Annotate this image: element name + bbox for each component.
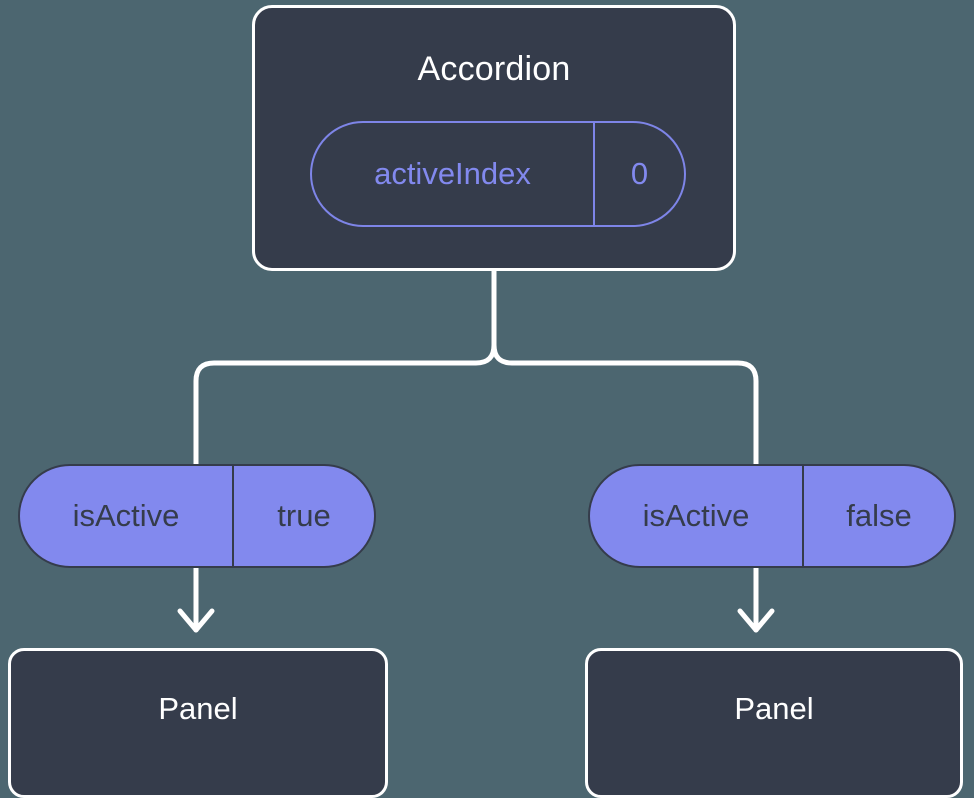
component-node-panel-right[interactable]: Panel — [585, 648, 963, 798]
prop-pill-value: false — [846, 498, 912, 533]
state-pill-value: 0 — [630, 156, 649, 191]
component-title-panel: Panel — [158, 691, 238, 726]
prop-pill-key: isActive — [20, 466, 234, 566]
prop-pill-is-active-true[interactable]: isActive true — [18, 464, 376, 568]
arrowhead-left-icon — [177, 608, 215, 633]
arrowhead-right-icon — [737, 608, 775, 633]
state-pill-key: activeIndex — [312, 123, 595, 225]
connector-junction-to-right-pill — [491, 342, 759, 467]
component-node-accordion[interactable]: Accordion activeIndex 0 — [252, 5, 736, 271]
component-title-accordion: Accordion — [417, 50, 571, 88]
component-node-panel-left[interactable]: Panel — [8, 648, 388, 798]
diagram-canvas: Accordion activeIndex 0 isActive true is… — [8, 5, 963, 798]
component-title-panel: Panel — [734, 691, 814, 726]
connector-junction-to-left-pill — [193, 342, 497, 467]
prop-pill-is-active-false[interactable]: isActive false — [588, 464, 956, 568]
state-pill-active-index[interactable]: activeIndex 0 — [310, 121, 686, 227]
prop-pill-value: true — [277, 498, 331, 533]
prop-pill-key: isActive — [590, 466, 804, 566]
